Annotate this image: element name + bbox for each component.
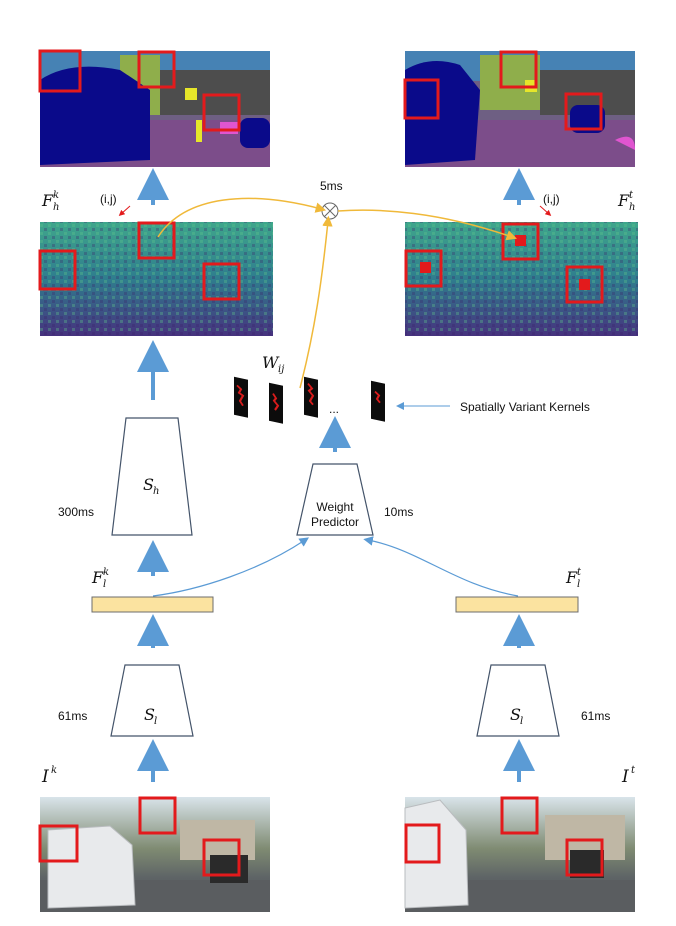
segmentation-map-target [403,50,635,167]
high-level-subnetwork: S h [111,417,193,536]
position-label-target: (i,j) [543,192,560,206]
input-frame-target [404,796,635,912]
svg-text:l: l [154,716,157,727]
svg-text:h: h [629,202,635,213]
low-level-feature-target [455,596,579,613]
svg-text:F: F [565,568,578,587]
svg-text:S: S [144,705,155,724]
weight-predictor-timing: 10ms [384,505,413,519]
svg-text:t: t [629,190,634,201]
svg-text:k: k [103,567,109,578]
kernel-stack [234,376,385,424]
svg-text:W: W [262,353,280,372]
svg-text:F: F [91,568,104,587]
svg-text:I: I [41,767,49,787]
feature-map-target [404,222,638,336]
svg-text:I: I [621,767,629,787]
kernel-ellipsis: ... [329,402,339,416]
svg-text:t: t [577,567,582,578]
pointer-arrow-target [539,205,552,216]
svg-text:h: h [153,486,159,497]
curve-lowfeat-key-to-predictor [152,537,309,597]
low-level-subnetwork-key: S l [110,664,194,737]
label-F-l-k: F k l [91,567,109,590]
low-level-timing-target: 61ms [581,709,610,723]
kernels-label: Spatially Variant Kernels [460,400,590,414]
fusion-timing: 5ms [320,179,343,193]
label-I-k: I k [41,765,57,787]
curve-lowfeat-target-to-predictor [363,536,519,597]
svg-text:S: S [143,475,154,494]
label-I-t: I t [621,765,636,787]
label-W-ij: W ij [262,353,284,375]
low-level-feature-key [91,596,214,613]
svg-text:t: t [631,765,636,776]
svg-text:k: k [51,765,57,776]
svg-text:l: l [577,579,580,590]
segmentation-map-key [38,49,270,167]
low-level-subnetwork-target: S l [476,664,560,737]
pointer-arrow-key [118,205,131,216]
high-level-timing: 300ms [58,505,94,519]
svg-text:F: F [41,191,54,210]
svg-text:l: l [103,579,106,590]
position-label-key: (i,j) [100,192,117,206]
svg-text:F: F [617,191,630,210]
svg-text:ij: ij [278,364,284,375]
low-level-timing-key: 61ms [58,709,87,723]
curve-key-to-fusion [157,197,327,238]
fusion-operator-icon [321,202,339,220]
label-F-l-t: F t l [565,567,582,590]
svg-text:h: h [53,202,59,213]
svg-text:Predictor: Predictor [311,515,359,529]
feature-map-key [38,221,273,336]
svg-text:Weight: Weight [316,500,354,514]
svg-text:k: k [53,190,59,201]
svg-text:l: l [520,716,523,727]
curve-fusion-to-target [337,209,517,241]
curve-kernels-to-fusion [299,215,333,389]
input-frame-key [38,796,270,912]
label-F-h-t: F t h [617,190,635,213]
label-F-h-k: F k h [41,190,59,213]
svg-text:S: S [510,705,521,724]
weight-predictor: Weight Predictor [296,463,374,536]
